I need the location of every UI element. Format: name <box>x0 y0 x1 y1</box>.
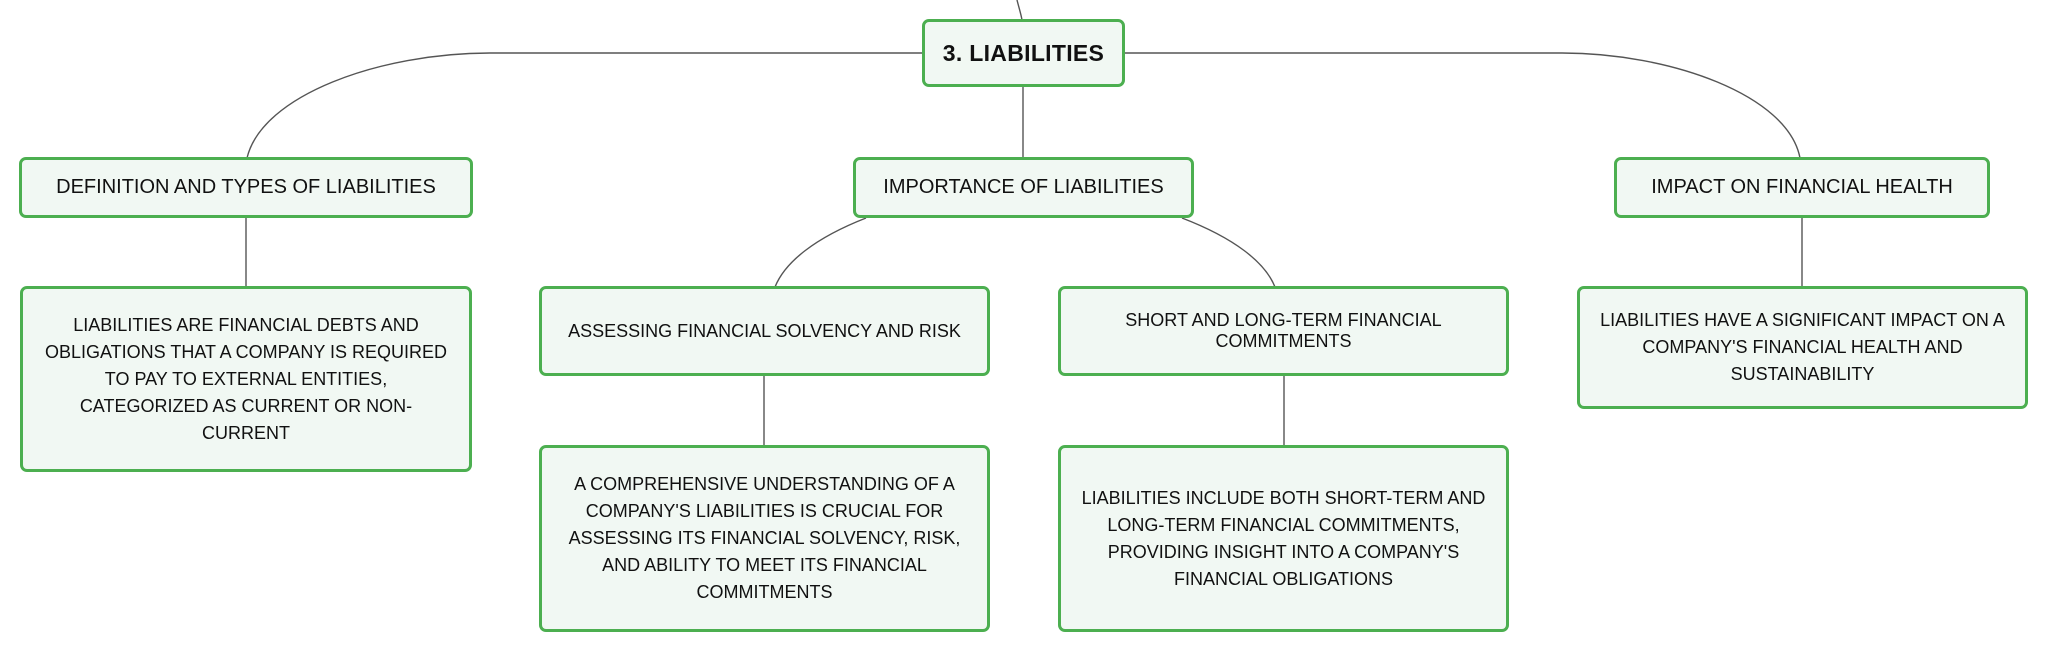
connector-root-to-definition <box>246 52 922 159</box>
connector-importance-to-commitments <box>1181 217 1276 288</box>
root-node-label: 3. LIABILITIES <box>942 39 1105 66</box>
connector-importance-to-solvency <box>774 217 867 288</box>
commitments-detail-text: LIABILITIES INCLUDE BOTH SHORT-TERM AND … <box>1081 487 1486 589</box>
definition-detail-text: LIABILITIES ARE FINANCIAL DEBTS AND OBLI… <box>44 314 448 443</box>
topic-impact-node[interactable]: IMPACT ON FINANCIAL HEALTH <box>1614 157 1990 218</box>
impact-detail-node[interactable]: LIABILITIES HAVE A SIGNIFICANT IMPACT ON… <box>1577 286 2028 409</box>
impact-detail-text: LIABILITIES HAVE A SIGNIFICANT IMPACT ON… <box>1600 310 2005 384</box>
solvency-detail-text: A COMPREHENSIVE UNDERSTANDING OF A COMPA… <box>568 474 961 602</box>
subtopic-commitments-label: SHORT AND LONG-TERM FINANCIAL COMMITMENT… <box>1125 310 1442 351</box>
root-node[interactable]: 3. LIABILITIES <box>922 19 1125 87</box>
commitments-detail-node[interactable]: LIABILITIES INCLUDE BOTH SHORT-TERM AND … <box>1058 445 1509 632</box>
topic-definition-label: DEFINITION AND TYPES OF LIABILITIES <box>56 176 436 198</box>
subtopic-solvency-node[interactable]: ASSESSING FINANCIAL SOLVENCY AND RISK <box>539 286 990 376</box>
connector-root-to-impact <box>1125 52 1801 159</box>
topic-importance-node[interactable]: IMPORTANCE OF LIABILITIES <box>853 157 1194 218</box>
topic-impact-label: IMPACT ON FINANCIAL HEALTH <box>1651 176 1953 198</box>
connector-parent-to-root <box>1016 0 1023 21</box>
definition-detail-node[interactable]: LIABILITIES ARE FINANCIAL DEBTS AND OBLI… <box>20 286 472 472</box>
solvency-detail-node[interactable]: A COMPREHENSIVE UNDERSTANDING OF A COMPA… <box>539 445 990 632</box>
topic-importance-label: IMPORTANCE OF LIABILITIES <box>883 176 1164 198</box>
topic-definition-node[interactable]: DEFINITION AND TYPES OF LIABILITIES <box>19 157 473 218</box>
subtopic-solvency-label: ASSESSING FINANCIAL SOLVENCY AND RISK <box>568 320 961 341</box>
subtopic-commitments-node[interactable]: SHORT AND LONG-TERM FINANCIAL COMMITMENT… <box>1058 286 1509 376</box>
